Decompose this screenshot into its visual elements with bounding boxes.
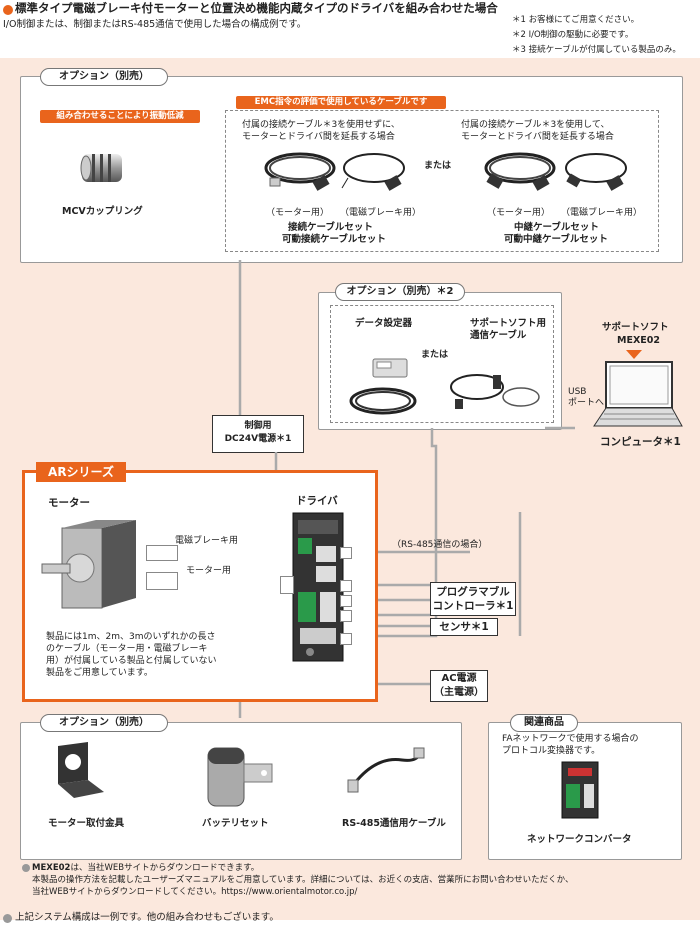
motor-label: モーター [48,497,90,509]
data-setter-icon [345,355,425,417]
rs485-port [340,547,352,559]
right-brake-use: （電磁ブレーキ用） [561,208,643,218]
bracket-label: モーター取付金具 [48,818,125,829]
footer-bottom-bullet-icon [3,914,12,923]
right-set-2: 可動中継ケーブルセット [504,234,608,245]
computer-label: コンピュータ＊1 [600,436,681,448]
sensor-box: センサ＊1 [430,618,498,636]
option-mid-dash [330,305,554,423]
motor-cable-icon [260,148,340,198]
ac-line-2: （主電源） [434,687,484,698]
footer-bottom-note: 上記システム構成は一例です。他の組み合わせもございます。 [15,912,279,923]
right-desc-2: モーターとドライバ間を延長する場合 [461,132,614,142]
support-cable-label-2: 通信ケーブル [470,330,527,341]
usb-port [340,633,352,645]
right-motor-use: （モーター用） [487,208,551,218]
page-title: 標準タイプ電磁ブレーキ付モーターと位置決め機能内蔵タイプのドライバを組み合わせた… [15,1,498,15]
left-set-1: 接続ケーブルセット [288,222,373,233]
right-desc-1: 付属の接続ケーブル＊3を使用して、 [461,120,610,130]
driver-motor-port [280,576,294,594]
battery-icon [198,742,278,810]
footer-bullet-icon [22,864,30,872]
coupling-tag: 組み合わせることにより振動低減 [40,110,200,123]
driver-icon [292,512,344,662]
plc-line-2: コントローラ＊1 [432,600,514,612]
note-1: ＊1 お客様にてご用意ください。 [512,15,640,25]
left-set-2: 可動接続ケーブルセット [282,234,386,245]
rs485-cable-label: RS-485通信用ケーブル [342,818,446,829]
io-port-2 [340,595,352,607]
footer-mexe-line-2: 本製品の操作方法を記載したユーザーズマニュアルをご用意しています。詳細については… [32,875,574,885]
option-bottom-tag: オプション（別売） [40,714,168,732]
support-software-label: サポートソフト [602,322,669,333]
dc24v-line-2: DC24V電源＊1 [224,434,292,444]
cable-note-1: 製品には1m、2m、3mのいずれかの長さ [46,632,216,642]
io-port-3 [340,610,352,622]
cable-note-4: 製品をご用意しています。 [46,668,153,678]
coupling-icon [80,150,124,186]
footer-mexe-line-1: MEXE02は、当社WEBサイトからダウンロードできます。 [32,863,259,873]
related-desc-1: FAネットワークで使用する場合の [502,734,639,744]
data-setter-label: データ設定器 [355,318,413,329]
header-bullet-icon [3,5,13,15]
motor-icon [40,512,150,616]
network-converter-icon [558,760,602,820]
related-tag: 関連商品 [510,714,578,732]
or-top: または [424,161,452,171]
converter-label: ネットワークコンバータ [527,834,632,845]
coupling-label: MCVカップリング [62,206,143,217]
footer-mexe-text: は、当社WEBサイトからダウンロードできます。 [70,863,260,873]
motor-wire-label: モーター用 [186,566,232,576]
left-desc-1: 付属の接続ケーブル＊3を使用せずに、 [242,120,400,130]
brake-wire-label: 電磁ブレーキ用 [175,536,239,546]
battery-label: バッテリセット [202,818,269,829]
left-desc-2: モーターとドライバ間を延長する場合 [242,132,395,142]
support-cable-label-1: サポートソフト用 [470,318,547,329]
driver-label: ドライバ [296,495,338,507]
rs485-label: （RS-485通信の場合） [392,540,488,550]
motor-connector [146,572,178,590]
left-motor-use: （モーター用） [266,208,330,218]
dc24v-line-1: 制御用 [244,421,272,431]
option-top-tag: オプション（別売） [40,68,168,86]
left-brake-use: （電磁ブレーキ用） [340,208,422,218]
footer-mexe-line-3: 当社WEBサイトからダウンロードしてください。https://www.orien… [32,887,358,897]
relay-brake-cable-icon [560,148,632,198]
emc-tag: EMC指令の評価で使用しているケーブルです [236,96,446,109]
plc-box: プログラマブル コントローラ＊1 [430,582,516,616]
cable-note-2: のケーブル（モーター用・電磁ブレーキ [46,644,208,654]
motor-bracket-icon [48,740,108,800]
right-set-1: 中継ケーブルセット [514,222,599,233]
mexe02-label: MEXE02 [617,335,660,346]
support-cable-icon [445,365,545,417]
or-mid: または [421,350,449,360]
laptop-icon [590,360,685,432]
page-subtitle: I/O制御または、制御またはRS-485通信で使用した場合の構成例です。 [3,19,307,30]
usb-label: USB [568,387,587,397]
note-2: ＊2 I/O制御の駆動に必要です。 [512,30,634,40]
footer-mexe-bold: MEXE02 [32,863,71,873]
down-arrow-icon [626,350,642,359]
brake-connector [146,545,178,561]
related-desc-2: プロトコル変換器です。 [502,746,601,756]
ac-power-box: AC電源 （主電源） [430,670,488,702]
brake-cable-icon [338,148,410,198]
ac-line-1: AC電源 [441,673,477,684]
usb-port-label: ポートへ [568,398,605,408]
rs485-cable-icon [346,746,426,796]
note-3: ＊3 接続ケーブルが付属している製品のみ。 [512,45,681,55]
option-mid-tag: オプション（別売）＊2 [335,283,465,301]
cable-note-3: 用）が付属している製品と付属していない [46,656,217,666]
relay-motor-cable-icon [480,148,560,198]
dc24v-power-box: 制御用 DC24V電源＊1 [212,415,304,453]
ar-series-tag: ARシリーズ [36,462,126,482]
io-port-1 [340,580,352,592]
plc-line-1: プログラマブル [436,586,510,598]
